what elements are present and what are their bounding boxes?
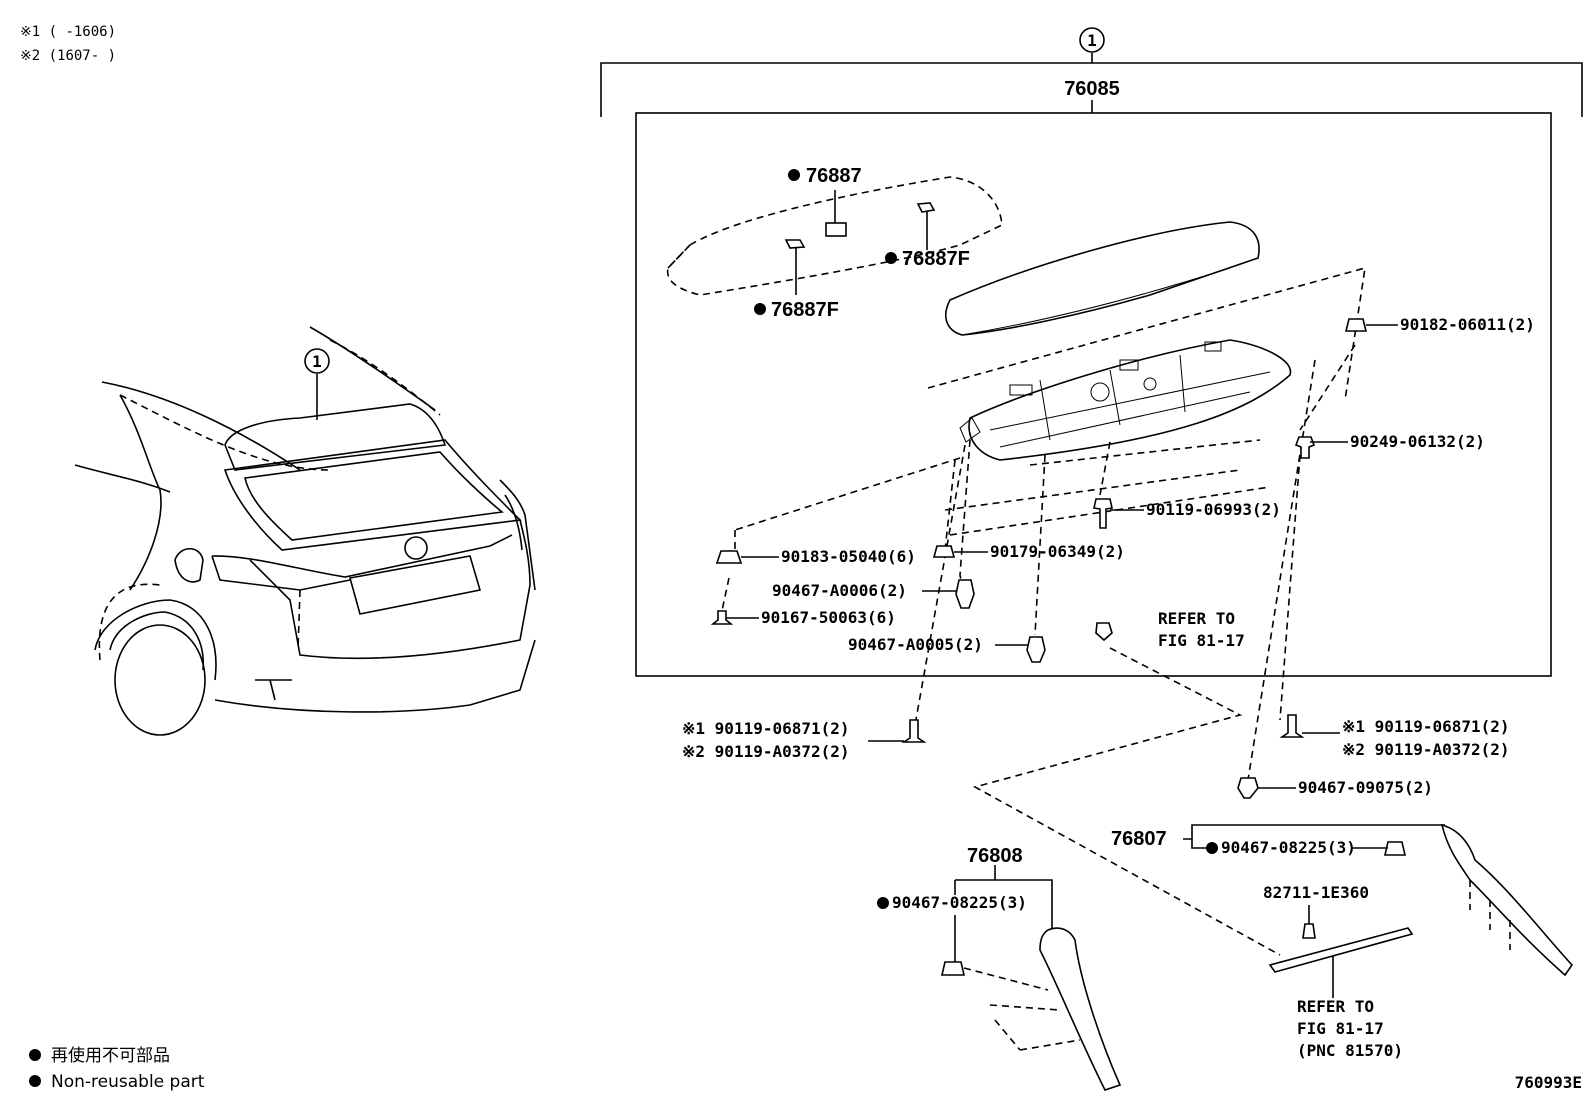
label-76887F-a: 76887F xyxy=(902,248,970,270)
callout-circle-top xyxy=(1079,27,1105,53)
vehicle-rear-illustration: 1 xyxy=(74,326,536,736)
garnish-76807 xyxy=(1440,823,1574,977)
bolt-right-90119 xyxy=(1279,714,1305,738)
trim-pieces xyxy=(963,823,1574,1091)
assembly-box xyxy=(635,112,1552,677)
label-90119-06993: 90119-06993(2) xyxy=(1146,500,1281,519)
label-76808: 76808 xyxy=(967,845,1023,867)
tape-small-b xyxy=(916,202,936,213)
label-76887F-b: 76887F xyxy=(771,299,839,321)
spoiler-body xyxy=(945,221,1260,336)
label-left-serial-2: ※2 90119-A0372(2) xyxy=(682,742,850,761)
label-76887: 76887 xyxy=(806,165,862,187)
label-fig-81-17-b: FIG 81-17 xyxy=(1297,1019,1384,1038)
label-90182-06011: 90182-06011(2) xyxy=(1400,315,1535,334)
label-pnc-81570: (PNC 81570) xyxy=(1297,1041,1403,1060)
figure-id: 760993E xyxy=(1515,1073,1582,1092)
label-fig-81-17-a: FIG 81-17 xyxy=(1158,631,1245,650)
assembly-bracket: 1 76085 xyxy=(600,27,1583,677)
callout-number-vehicle: 1 xyxy=(312,352,322,371)
clip-90179 xyxy=(932,545,956,558)
label-90249-06132: 90249-06132(2) xyxy=(1350,432,1485,451)
non-reusable-dot xyxy=(1206,842,1218,854)
label-90467-A0005: 90467-A0005(2) xyxy=(848,635,983,654)
fastener-symbols xyxy=(710,318,1407,976)
tape-small-a xyxy=(784,239,806,249)
label-right-serial-1: ※1 90119-06871(2) xyxy=(1342,717,1510,736)
label-90183-05040: 90183-05040(6) xyxy=(781,547,916,566)
clip-refer xyxy=(1095,622,1113,642)
assembly-number: 76085 xyxy=(1064,78,1120,100)
spacer-pad xyxy=(825,222,847,237)
clip-90467-09075 xyxy=(1237,777,1259,799)
clip-90467-A0006 xyxy=(955,579,975,609)
label-90179-06349: 90179-06349(2) xyxy=(990,542,1125,561)
nut-90182 xyxy=(1344,318,1368,332)
label-90467-08225-right: 90467-08225(3) xyxy=(1221,838,1356,857)
label-90467-A0006: 90467-A0006(2) xyxy=(772,581,907,600)
legend-dot-jp xyxy=(29,1049,41,1061)
note-serial-2: ※2 (1607- ) xyxy=(20,48,116,64)
label-76807: 76807 xyxy=(1111,828,1167,850)
legend-en: Non-reusable part xyxy=(51,1072,205,1092)
callout-number-top: 1 xyxy=(1087,31,1097,50)
label-right-serial-2: ※2 90119-A0372(2) xyxy=(1342,740,1510,759)
spoiler-frame xyxy=(927,266,1366,461)
bolt-90119-06993 xyxy=(1093,498,1113,529)
label-90467-09075: 90467-09075(2) xyxy=(1298,778,1433,797)
legend-jp: 再使用不可部品 xyxy=(51,1045,170,1066)
label-90167-50063: 90167-50063(6) xyxy=(761,608,896,627)
legend-dot-en xyxy=(29,1075,41,1087)
stop-lamp-bar xyxy=(1268,927,1414,973)
clip-90467-08225-r xyxy=(1383,841,1407,856)
label-refer-to-b: REFER TO xyxy=(1297,997,1374,1016)
clip-90467-A0005 xyxy=(1026,636,1046,663)
clip-90183 xyxy=(715,550,743,564)
label-refer-to-a: REFER TO xyxy=(1158,609,1235,628)
note-serial-1: ※1 ( -1606) xyxy=(20,24,116,40)
label-leaders xyxy=(726,324,1445,998)
clip-90167 xyxy=(710,610,734,625)
leader-lines xyxy=(719,344,1356,956)
garnish-76808 xyxy=(1039,927,1122,1091)
non-reusable-dot xyxy=(877,897,889,909)
bolt-left-90119 xyxy=(901,719,927,743)
non-reusable-dot xyxy=(885,252,897,264)
bulb-82711 xyxy=(1302,923,1316,939)
spoiler-cover-outline xyxy=(666,176,1003,296)
bolt-90249 xyxy=(1294,436,1316,459)
non-reusable-dot xyxy=(788,169,800,181)
callout-circle-vehicle xyxy=(304,348,330,374)
label-82711-1E360: 82711-1E360 xyxy=(1263,883,1369,902)
label-left-serial-1: ※1 90119-06871(2) xyxy=(682,719,850,738)
label-90467-08225-left: 90467-08225(3) xyxy=(892,893,1027,912)
clip-90467-08225-l xyxy=(940,961,966,976)
non-reusable-dot xyxy=(754,303,766,315)
